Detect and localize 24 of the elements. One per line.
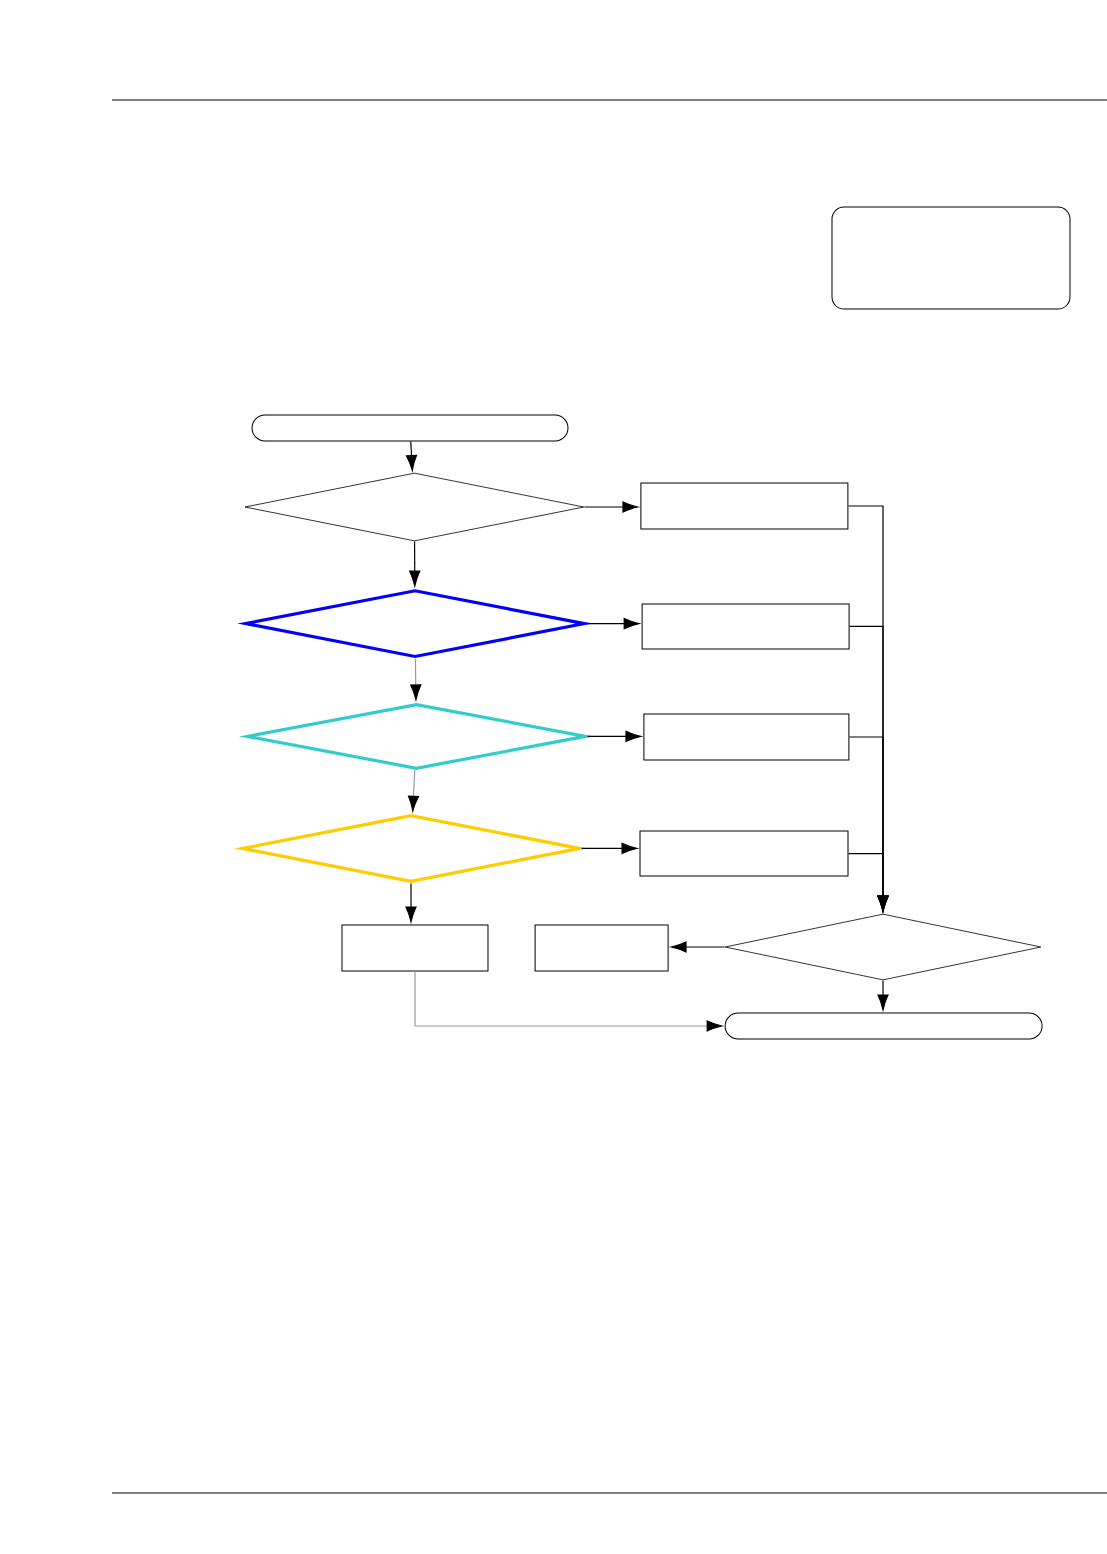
process-box [639,830,849,877]
arrow [583,501,639,513]
process-box [831,206,1071,310]
process-box [643,713,850,761]
arrow [414,970,723,1032]
arrow [847,853,889,912]
decision-diamond [244,472,585,542]
process-box [640,482,849,530]
arrow [670,941,726,953]
arrow [410,658,422,701]
terminal-box [251,414,569,442]
arrow [586,618,640,630]
arrow [409,540,421,587]
process-box [534,924,669,972]
terminal-box [724,1012,1043,1040]
arrow [586,730,642,742]
arrow [407,769,420,812]
arrow [405,882,417,923]
arrow [877,979,889,1011]
process-box [341,924,489,972]
arrow [581,842,638,855]
process-box [641,603,850,650]
arrow [405,440,418,471]
decision-diamond [724,913,1042,981]
